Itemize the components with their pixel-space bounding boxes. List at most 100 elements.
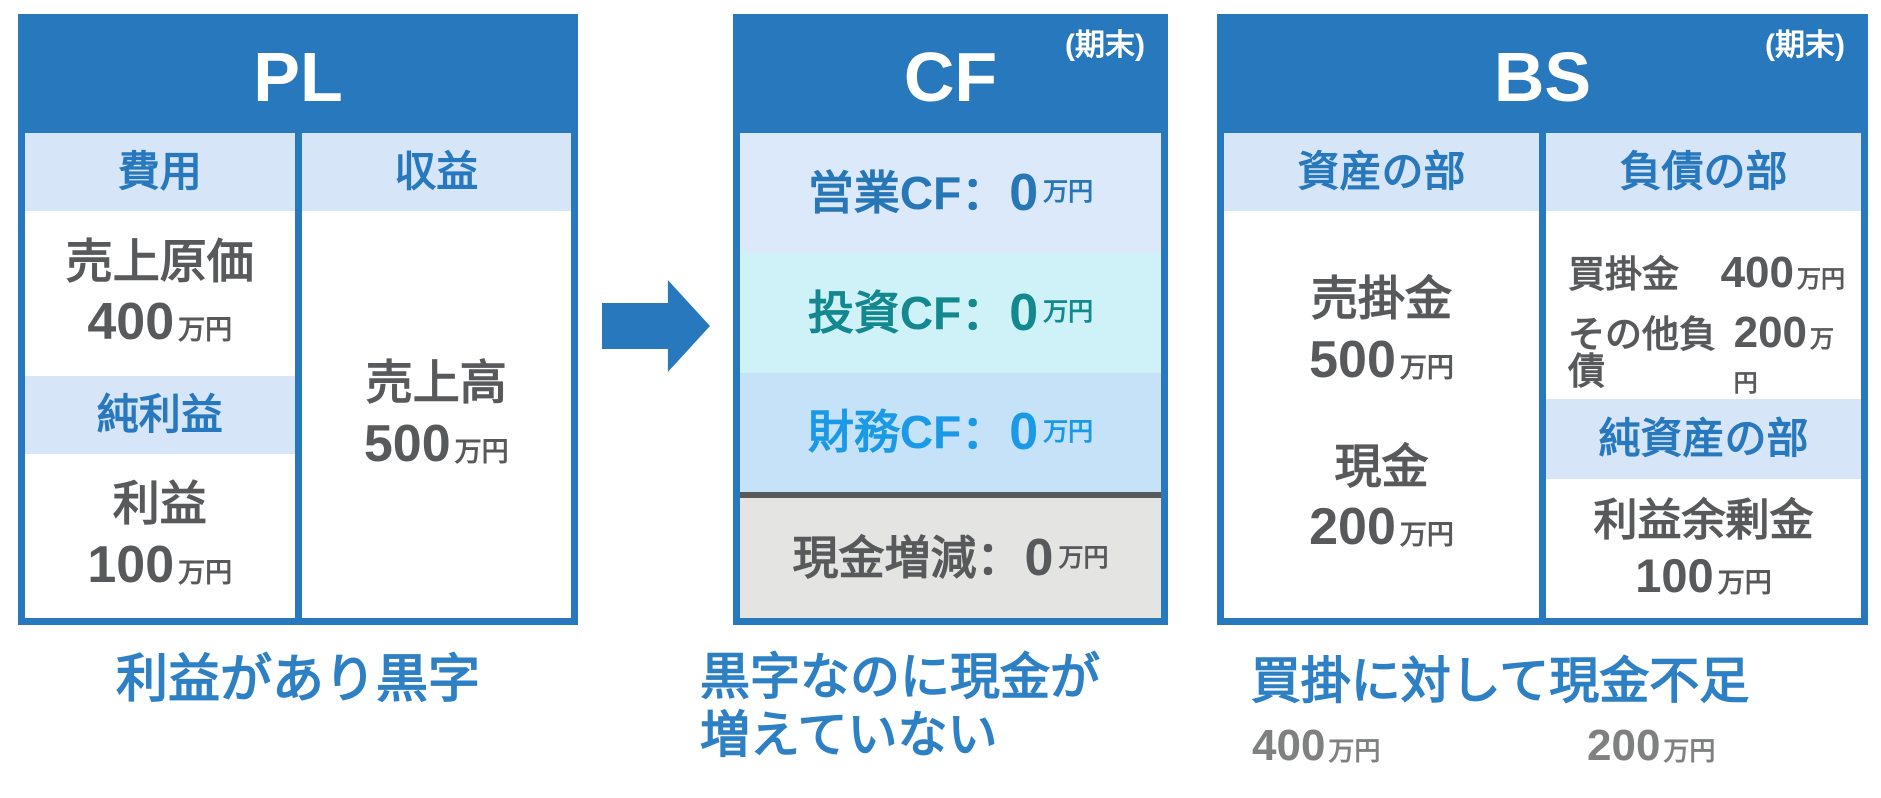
pl-profit-amount-value: 100 (87, 535, 175, 594)
bs-cash-label: 現金 (1334, 439, 1429, 493)
cf-period-note: (期末) (1065, 29, 1145, 62)
pl-cogs-amount-unit: 万円 (178, 315, 233, 346)
cf-operating-colon: ： (961, 166, 1008, 219)
pl-sales-label: 売上高 (365, 355, 507, 409)
bs-other-liabilities-label: その他負債 (1568, 314, 1716, 392)
bs-receivables-amount-value: 500 (1309, 331, 1396, 390)
bs-header: BS (期末) (1224, 21, 1861, 133)
pl-sales-amount-unit: 万円 (454, 436, 509, 467)
cf-operating-amount: 0 (1009, 163, 1039, 222)
cf-title: CF (903, 38, 998, 116)
cf-cash-change-colon: ： (976, 532, 1023, 585)
bs-receivables-amount-unit: 万円 (1399, 353, 1454, 384)
bs-caption-amount-left-unit: 万円 (1328, 736, 1381, 766)
cf-financing-colon: ： (961, 406, 1008, 459)
cf-cash-change-amount: 0 (1024, 529, 1054, 588)
bs-retained-earnings-label: 利益余剰金 (1593, 495, 1814, 545)
bs-payables-amount-value: 400 (1720, 248, 1794, 297)
cf-operating-label: 営業CF (807, 166, 962, 219)
cf-caption: 黒字なのに現金が 増えていない (700, 648, 1100, 764)
bs-payables-label: 買掛金 (1568, 254, 1679, 295)
bs-other-liabilities-amount-unit: 万円 (1733, 326, 1835, 397)
bs-assets-header: 資産の部 (1224, 133, 1539, 211)
bs-cash-amount-unit: 万円 (1399, 520, 1454, 551)
pl-expenses-header: 費用 (25, 133, 295, 211)
bs-period-note: (期末) (1765, 29, 1845, 62)
pl-caption: 利益があり黒字 (115, 651, 480, 709)
pl-profit-amount-unit: 万円 (178, 557, 233, 588)
bs-caption: 買掛に対して現金不足 (1250, 653, 1750, 709)
bs-column-divider (1539, 133, 1546, 618)
cf-caption-line2: 増えていない (700, 707, 998, 763)
pl-sales-amount-value: 500 (363, 414, 451, 473)
cf-cash-change-unit: 万円 (1058, 543, 1109, 572)
cf-investing-unit: 万円 (1043, 298, 1094, 327)
cf-header: CF (期末) (740, 21, 1161, 133)
pl-cogs-label: 売上原価 (65, 234, 254, 288)
pl-header: PL (25, 21, 571, 133)
cf-investing-amount: 0 (1009, 283, 1039, 342)
cf-investing-colon: ： (961, 286, 1008, 339)
cf-cash-change-label: 現金増減 (792, 532, 977, 585)
pl-revenue-header: 収益 (301, 133, 571, 211)
pl-column-divider (294, 133, 302, 618)
bs-receivables-label: 売掛金 (1310, 272, 1452, 326)
cf-financing-amount: 0 (1009, 403, 1039, 462)
cf-caption-line1: 黒字なのに現金が (700, 649, 1100, 705)
bs-caption-amount-right-unit: 万円 (1663, 736, 1716, 766)
bs-payables-amount-unit: 万円 (1797, 266, 1845, 293)
pl-net-income-header: 純利益 (25, 375, 295, 454)
bs-retained-earnings-amount-unit: 万円 (1717, 567, 1772, 598)
pl-title: PL (253, 38, 343, 116)
bs-caption-amount-right-value: 200 (1587, 721, 1661, 770)
pl-cogs-amount-value: 400 (87, 293, 175, 352)
bs-title: BS (1493, 38, 1592, 116)
bs-retained-earnings-amount-value: 100 (1635, 548, 1714, 602)
bs-net-assets-header: 純資産の部 (1546, 399, 1861, 479)
pl-profit-label: 利益 (112, 477, 207, 531)
cf-financing-unit: 万円 (1043, 417, 1094, 446)
bs-caption-amount-left-value: 400 (1252, 721, 1326, 770)
cf-investing-label: 投資CF (807, 286, 962, 339)
right-arrow-icon (602, 280, 710, 372)
bs-liabilities-header: 負債の部 (1546, 133, 1861, 211)
bs-cash-amount-value: 200 (1309, 498, 1396, 557)
cf-financing-label: 財務CF (807, 406, 962, 459)
cf-operating-unit: 万円 (1043, 178, 1094, 207)
